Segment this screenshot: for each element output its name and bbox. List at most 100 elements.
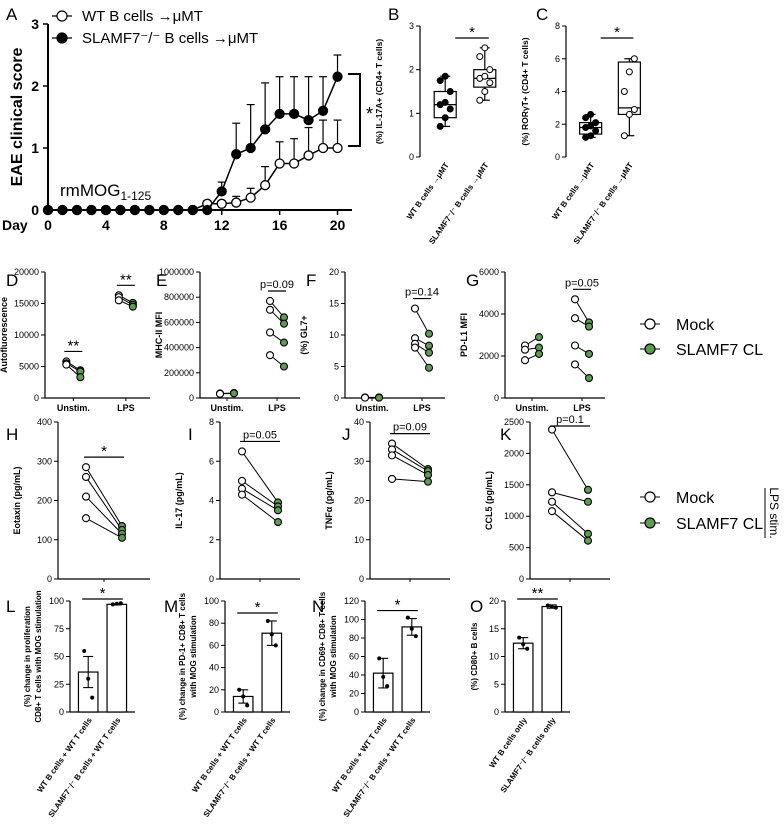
panel-a-series-1-point-13	[231, 149, 242, 160]
panel-n-ytick-label-0: 0	[354, 707, 359, 717]
legend-row2-mock-label: Mock	[676, 317, 715, 334]
panel-c-box-0-point-7	[587, 110, 595, 118]
panel-o-bar-1-point-2	[553, 605, 558, 610]
panel-a-series-1-point-16	[274, 108, 285, 120]
panel-f-ytick-label-3: 15	[329, 299, 339, 309]
panel-h-group-0-sig-label: *	[101, 443, 107, 460]
panel-n-bar-1-point-1	[409, 626, 414, 631]
panel-h-ylabel: Eotaxin (pg/mL)	[12, 467, 22, 535]
panel-k-group-0-cl-point-0	[583, 485, 593, 494]
panel-g-group-1-cl-point-1	[584, 322, 594, 331]
panel-e-group-1-cl-point-1	[279, 319, 289, 328]
panel-f-group-1-mock-point-0	[410, 304, 420, 313]
panel-f-group-1-sig-label: p=0.14	[405, 287, 439, 299]
panel-d-panel-letter: D	[6, 271, 18, 290]
panel-n-sig-label: *	[395, 597, 401, 614]
panel-l-ylabel-line-1: CD8+ T cells with MOG stimulation	[34, 590, 43, 722]
panel-d-group-1-mock-point-2	[114, 296, 123, 305]
legend-row2-mock-marker	[644, 318, 656, 330]
panel-k-panel-letter: K	[500, 425, 512, 444]
panel-f-ytick-label-0: 0	[334, 393, 339, 403]
panel-d-group-0-cl-point-2	[76, 373, 85, 382]
panel-l-bar-1-point-0	[110, 602, 115, 607]
panel-h-ytick-label-2: 200	[37, 496, 52, 506]
panel-m-ytick-label-3: 60	[209, 640, 219, 650]
panel-h-group-0-pair-line-2	[85, 496, 123, 535]
panel-g-group-1-sig-label: p=0.05	[565, 277, 599, 289]
panel-j-ytick-label-0: 0	[359, 574, 364, 584]
panel-g-panel-letter: G	[466, 271, 479, 290]
panel-b-box-1-point-7	[481, 44, 489, 52]
panel-g-ylabel: PD-L1 MFI	[459, 313, 469, 357]
panel-a-ytick-label-1: 1	[31, 140, 39, 156]
legend-row3-mock-marker	[644, 491, 656, 503]
panel-k-group-0-sig-label: p=0.1	[556, 414, 584, 426]
panel-n-ylabel-line-1: with MOG stimulation	[329, 615, 338, 698]
panel-o-bar-1	[541, 605, 563, 713]
panel-c-box-1-point-4	[625, 68, 633, 76]
panel-a-series-1-point-11	[202, 204, 213, 216]
panel-k-ytick-label-1: 500	[509, 543, 524, 553]
panel-l-bar-0-point-1	[86, 676, 91, 681]
panel-i-group-0-pair-line-2	[241, 488, 279, 511]
panel-c-box-1-point-0	[620, 132, 628, 140]
panel-g-ytick-label-3: 6000	[479, 267, 499, 277]
panel-f-xtick-label-0: Unstim.	[355, 403, 388, 413]
panel-f-panel-letter: F	[306, 271, 316, 290]
panel-b-box-1-point-5	[486, 66, 494, 74]
panel-a-ytick-label-0: 0	[31, 202, 39, 218]
panel-k-group-0-mock-point-0	[547, 425, 557, 434]
panel-a-series-1-point-6	[129, 204, 141, 216]
panel-o-ytick-label-0: 0	[494, 707, 499, 717]
panel-i-group-0-mock-point-0	[237, 447, 247, 456]
panel-e-group-0-cl-point-1	[229, 389, 239, 398]
panel-m-ylabel-line-0: (%) change in PD-1+ CD8+ T cells	[178, 592, 187, 720]
panel-e-xtick-label-0: Unstim.	[210, 403, 243, 413]
panel-o-xtick-label-1: SLAMF7⁻/⁻ B cells only	[499, 716, 558, 795]
panel-f-group-1-cl-point-3	[424, 363, 434, 372]
panel-l-bar-1	[106, 603, 128, 713]
panel-a-xlabel: Day	[2, 217, 28, 233]
panel-b-box-0-point-6	[436, 77, 444, 85]
panel-h-ytick-label-3: 300	[37, 456, 52, 466]
panel-d-xtick-label-0: Unstim.	[57, 403, 90, 413]
panel-b-sig-label: *	[469, 24, 475, 41]
panel-e-group-1-cl-point-2	[279, 338, 289, 347]
panel-o-bar-0	[512, 642, 534, 713]
panel-l-ylabel-line-0: (%) change in proliferation	[23, 606, 32, 707]
panel-n-ytick-label-2: 40	[349, 670, 359, 680]
panel-a-series-1-point-1	[57, 204, 68, 216]
panel-a-series-1-point-14	[245, 142, 256, 154]
panel-m-bar-1-point-1	[269, 632, 274, 637]
panel-c-sig-label: *	[614, 24, 620, 41]
legend-row2-cl-label: SLAMF7 CL	[676, 342, 763, 359]
panel-k-group-0-mock-point-1	[547, 488, 557, 497]
panel-k-ylabel: CCL5 (pg/mL)	[484, 471, 494, 530]
panel-b-box-1-point-1	[481, 88, 489, 95]
panel-a-series-1-point-17	[288, 108, 300, 120]
panel-f-group-1-mock-point-3	[410, 343, 420, 352]
panel-a-sig-label: *	[366, 104, 373, 124]
panel-l-bar-1-point-2	[118, 601, 123, 606]
panel-a-series-0-point-20	[332, 142, 343, 154]
panel-b-ytick-label-3: 3	[409, 21, 414, 31]
panel-a-series-1-point-20	[332, 71, 343, 82]
panel-a-annotation-main: rmMOG	[60, 181, 120, 200]
panel-c-ylabel: (%) RORγT+ (CD4+ T cells)	[520, 37, 530, 145]
panel-j-panel-letter: J	[342, 425, 351, 444]
panel-a-series-0-point-18	[303, 150, 314, 161]
panel-d-ytick-label-4: 20000	[14, 267, 39, 277]
panel-k-ytick-label-0: 0	[519, 574, 524, 584]
panel-a-series-1-point-10	[187, 204, 198, 216]
panel-n-bar-0-point-0	[377, 656, 382, 661]
panel-a-series-1-point-12	[216, 186, 227, 197]
panel-b-box-0-point-2	[446, 105, 454, 113]
panel-j-group-0-cl-point-2	[423, 470, 433, 480]
panel-m-ytick-label-0: 0	[214, 707, 219, 717]
panel-k-ytick-label-2: 1000	[504, 511, 524, 521]
panel-a-series-1-point-18	[303, 114, 314, 126]
